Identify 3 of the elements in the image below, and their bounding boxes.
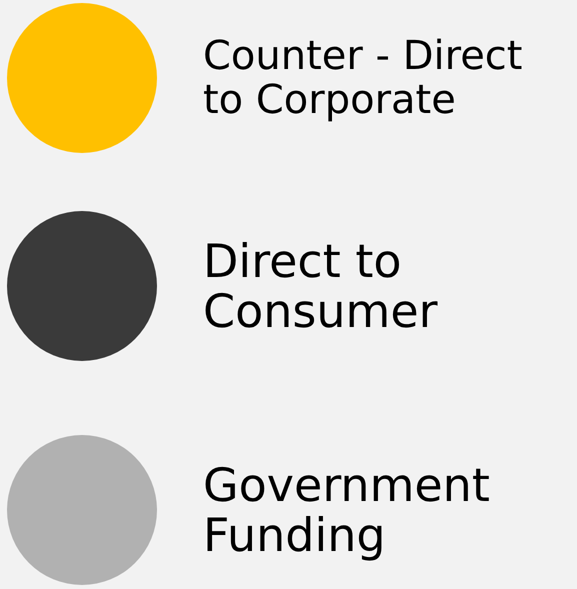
legend-label: Government Funding [203,460,491,561]
legend-label: Direct to Consumer [203,236,439,337]
legend-label: Counter - Direct to Corporate [203,34,524,122]
